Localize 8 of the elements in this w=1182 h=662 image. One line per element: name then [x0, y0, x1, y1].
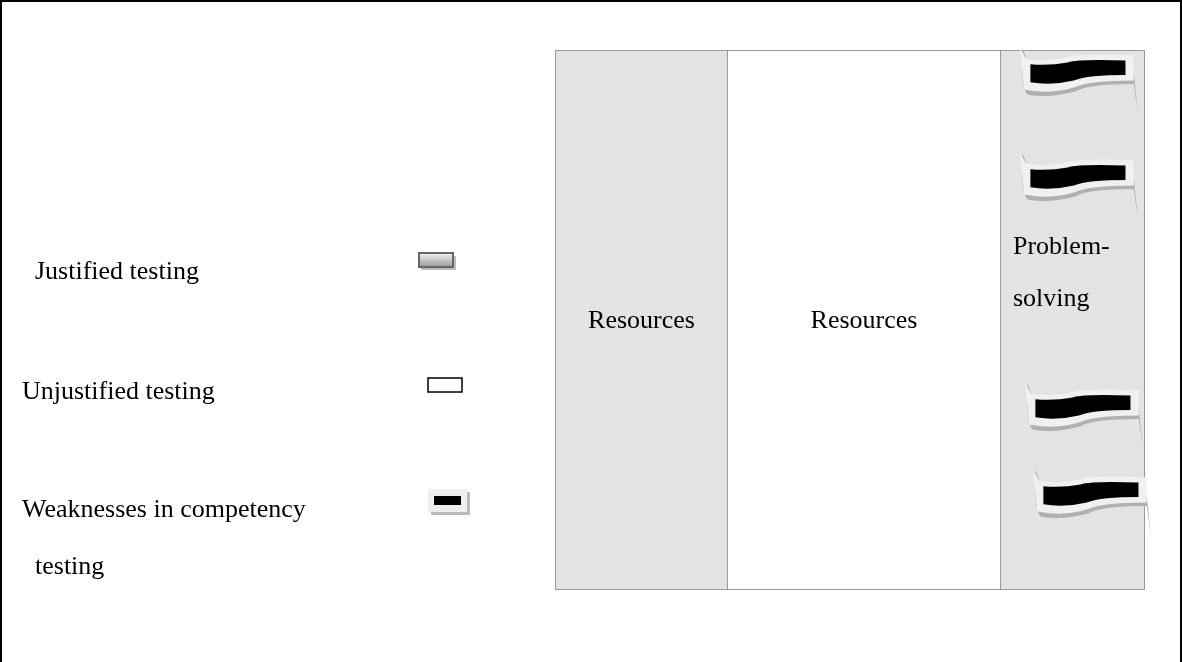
- column-heading: Problem-solving: [1013, 230, 1111, 314]
- legend-text: Unjustified testing: [22, 375, 216, 407]
- column-heading: Resources: [588, 304, 695, 336]
- legend-text: Justified testing: [35, 255, 200, 287]
- column-heading: Resources: [810, 304, 918, 336]
- legend-text: Weaknesses in competency testing: [22, 493, 307, 582]
- table-column: [727, 50, 1001, 590]
- table-column: [555, 50, 728, 590]
